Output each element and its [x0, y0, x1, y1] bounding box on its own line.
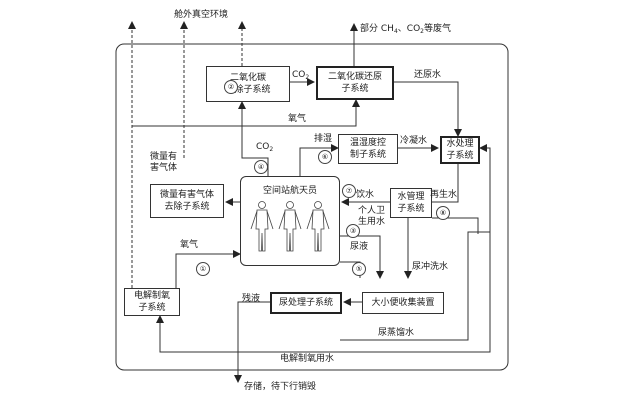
label-partial-waste-gas: 部分 CH4、CO2等废气 — [360, 24, 451, 35]
label-flush-water: 尿冲洗水 — [412, 262, 449, 272]
label-oxygen-top: 氧气 — [288, 114, 307, 124]
arrow-distilled-return — [479, 144, 491, 234]
marker-8: ⑧ — [436, 206, 450, 220]
marker-2: ② — [224, 80, 238, 94]
waste-collection-box: 大小便收集装置 — [362, 292, 444, 314]
label-urine: 尿液 — [350, 242, 369, 252]
marker-6: ⑥ — [318, 150, 332, 164]
marker-5: ⑤ — [352, 262, 366, 276]
label-residue: 残液 — [242, 294, 261, 304]
urine-processing-box: 尿处理子系统 — [270, 292, 342, 314]
arrow-oxygen-crew — [175, 250, 241, 288]
marker-4: ④ — [254, 160, 268, 174]
arrow-regenerated-water — [423, 162, 459, 206]
crew-figures-icon — [250, 201, 330, 252]
label-distilled-water: 尿蒸馏水 — [378, 328, 415, 338]
label-regenerated-water: 再生水 — [430, 190, 458, 200]
label-oxygen-left: 氧气 — [180, 240, 199, 250]
arrow-oxygen-top — [132, 99, 360, 127]
water-management-box: 水管理 子系统 — [390, 188, 432, 218]
arrow-electrolysis-water — [156, 232, 491, 353]
co2-removal-box: 二氧化碳 去除子系统 — [206, 66, 290, 102]
marker-7: ⑦ — [342, 184, 356, 198]
crew-title: 空间站航天员 — [262, 186, 317, 196]
label-drinking-water: 饮水 — [356, 190, 375, 200]
label-outside-vacuum: 舱外真空环境 — [174, 10, 229, 20]
crew-box: 空间站航天员 — [240, 176, 340, 266]
marker-1: ① — [196, 262, 210, 276]
marker-3: ③ — [346, 224, 360, 238]
water-processing-box: 水处理 子系统 — [440, 136, 480, 164]
label-condensate: 冷凝水 — [400, 136, 428, 146]
trace-gas-removal-box: 微量有害气体 去除子系统 — [150, 184, 224, 218]
label-reduced-water: 还原水 — [414, 70, 442, 80]
label-co2-transfer: CO2 — [292, 70, 310, 81]
label-trace-gas: 微量有 害气体 — [150, 152, 178, 173]
co2-reduction-box: 二氧化碳还原 子系统 — [316, 66, 394, 100]
arrow-crew-co2 — [238, 101, 269, 176]
arrow-moisture — [299, 144, 339, 176]
label-storage: 存储，待下行销毁 — [244, 382, 317, 392]
label-exhaust-moisture: 排湿 — [314, 134, 333, 144]
label-hygiene-water: 个人卫 生用水 — [358, 206, 386, 227]
electrolysis-box: 电解制氧 子系统 — [124, 288, 180, 316]
station-boundary — [115, 43, 509, 371]
label-co2-crew: CO2 — [256, 142, 274, 153]
arrow-residue — [234, 301, 270, 383]
wire-distilled-water — [340, 231, 490, 341]
arrow-reduced-water — [394, 81, 462, 137]
label-electrolysis-water: 电解制氧用水 — [280, 354, 335, 364]
temp-humidity-box: 温湿度控 制子系统 — [338, 134, 398, 164]
